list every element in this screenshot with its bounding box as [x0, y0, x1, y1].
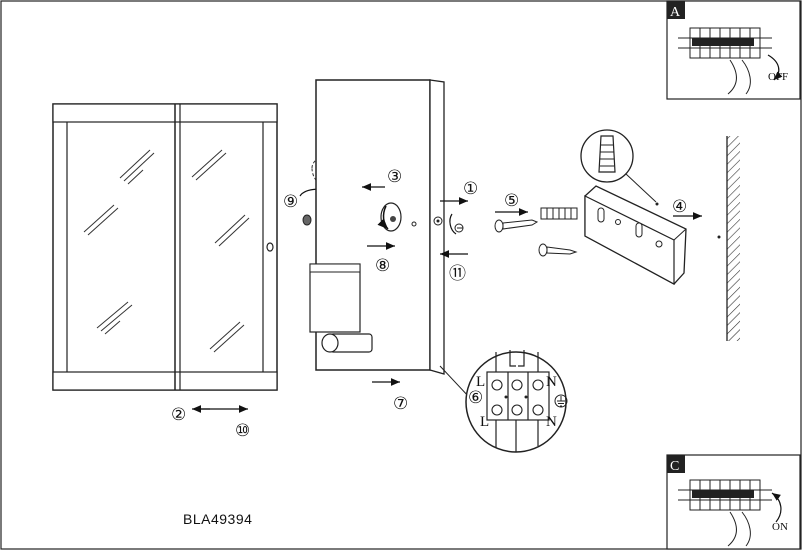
step-6-label: ⑥	[468, 388, 483, 407]
step-5-label: ⑤	[504, 191, 519, 210]
step-4-label: ④	[672, 197, 687, 216]
wiring-terminal-detail: L N L N ⑥	[439, 350, 568, 453]
terminal-label-top-right: N	[546, 374, 557, 390]
step-10-label: ⑩	[235, 421, 250, 440]
lamp-step-arrows: ③ ⑧ ⑦ ① ⑪	[362, 167, 478, 413]
step-8-label: ⑧	[375, 256, 390, 275]
step-2-label: ②	[171, 405, 186, 424]
glass-front-panel	[52, 103, 278, 391]
step-11-label: ⑪	[449, 264, 466, 283]
wall-section	[726, 136, 740, 341]
terminal-label-bottom-right: N	[546, 414, 557, 430]
inset-a-breaker-off: A OFF	[666, 0, 801, 100]
inset-a-state: OFF	[768, 71, 788, 83]
ground-icon	[554, 394, 568, 408]
step-7-label: ⑦	[393, 394, 408, 413]
inset-c-breaker-on: C ON	[666, 454, 801, 550]
inset-c-state: ON	[772, 521, 788, 533]
mounting-bracket	[584, 185, 687, 286]
terminal-label-top-left: L	[476, 374, 485, 390]
step-2-10-arrow: ② ⑩	[171, 405, 250, 440]
wall-plug-detail: ④	[580, 129, 721, 239]
inset-c-badge: C	[670, 459, 679, 474]
step-3-label: ③	[387, 167, 402, 186]
step-9-label: ⑨	[283, 192, 298, 211]
lamp-body	[309, 79, 445, 375]
step-1-label: ①	[463, 179, 478, 198]
terminal-label-bottom-left: L	[480, 414, 489, 430]
inset-a-badge: A	[670, 5, 681, 20]
model-number: BLA49394	[183, 511, 253, 527]
